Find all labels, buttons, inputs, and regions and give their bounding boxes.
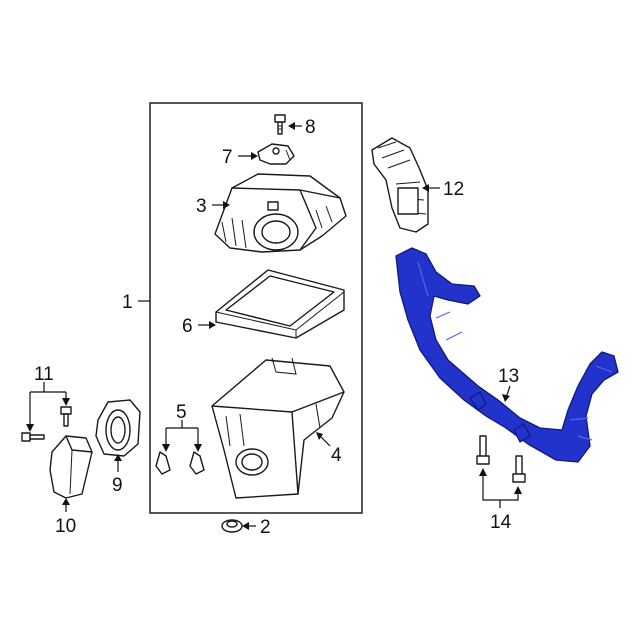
part-2-grommet[interactable] (221, 519, 243, 533)
arrow-2 (242, 522, 249, 530)
arrow-4 (316, 432, 323, 440)
arrow-7 (251, 152, 258, 160)
arrow-5b (194, 444, 202, 452)
part-4-housing[interactable] (211, 357, 345, 499)
callout-5: 5 (176, 402, 187, 423)
callout-1: 1 (122, 292, 133, 313)
callout-7: 7 (222, 147, 233, 168)
arrow-13 (502, 394, 510, 402)
part-11-bolts[interactable] (21, 406, 72, 442)
arrow-14b (514, 486, 522, 494)
part-10-duct[interactable] (49, 435, 93, 499)
arrow-8 (288, 122, 295, 130)
callout-14: 14 (490, 512, 512, 533)
part-14-studs[interactable] (476, 435, 526, 483)
leader-14 (482, 474, 519, 508)
callout-13: 13 (498, 366, 519, 387)
callout-6: 6 (182, 316, 193, 337)
callout-8: 8 (305, 117, 316, 138)
arrow-11a (26, 424, 34, 432)
arrow-12 (422, 184, 429, 192)
part-5-clips[interactable] (155, 451, 205, 475)
arrow-11b (62, 398, 70, 406)
part-8-bolt[interactable] (274, 114, 286, 135)
callout-4: 4 (331, 445, 342, 466)
part-3-cover[interactable] (214, 173, 347, 253)
part-13-air-tube-highlighted[interactable] (395, 247, 619, 463)
assembly-box (149, 102, 363, 514)
callout-9: 9 (112, 475, 123, 496)
leader-5 (165, 420, 199, 448)
part-7-bracket[interactable] (257, 143, 295, 165)
arrow-10 (62, 498, 70, 505)
callout-3: 3 (196, 196, 207, 217)
part-6-filter[interactable] (215, 269, 345, 339)
arrow-5a (162, 444, 170, 452)
arrow-6 (209, 321, 216, 329)
leader-11 (29, 382, 67, 430)
callout-10: 10 (55, 516, 76, 537)
arrow-3 (223, 201, 230, 209)
part-12-boot[interactable] (371, 137, 429, 233)
arrow-9 (114, 454, 122, 461)
callout-12: 12 (443, 179, 464, 200)
part-9-adapter[interactable] (95, 399, 141, 457)
callout-11: 11 (34, 364, 54, 385)
arrow-14a (479, 468, 487, 476)
callout-2: 2 (260, 517, 271, 538)
